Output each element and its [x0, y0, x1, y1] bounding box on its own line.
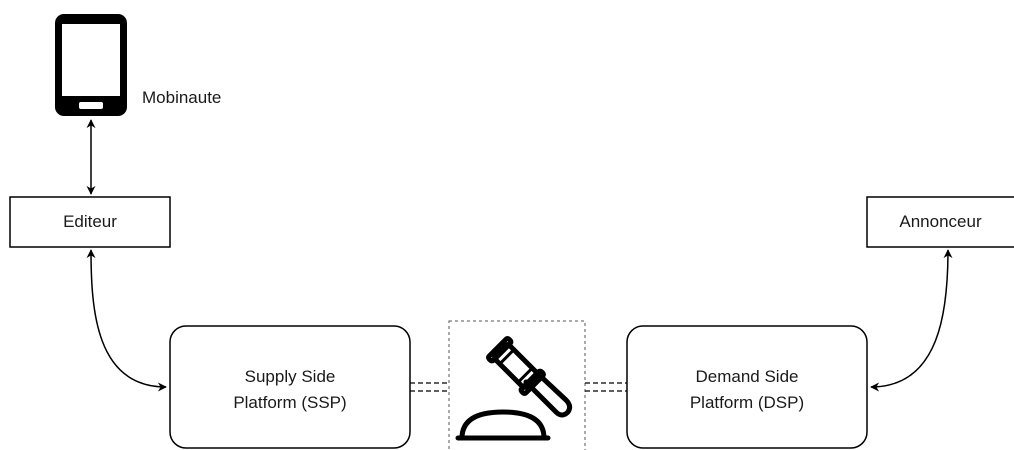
auction-container: [448, 320, 586, 450]
user-label: Mobinaute: [142, 88, 222, 107]
dsp-label: Demand Side Platform (DSP): [627, 362, 867, 418]
ssp-box: [169, 325, 411, 449]
connector-ssp-auction: [410, 382, 449, 392]
dsp-label-line1: Demand Side: [695, 367, 799, 386]
advertiser-box: [866, 196, 1014, 248]
auction-gavel-icon: [455, 336, 573, 441]
publisher-label: Editeur: [63, 212, 117, 231]
ssp-label: Supply Side Platform (SSP): [170, 362, 410, 418]
publisher-box: [9, 196, 171, 248]
dsp-box: [626, 325, 868, 449]
ssp-label-line1: Supply Side: [244, 367, 336, 386]
edge-publisher-ssp: [86, 249, 167, 392]
smartphone-icon: [55, 14, 127, 116]
ssp-label-line2: Platform (SSP): [233, 393, 347, 412]
dsp-label-line2: Platform (DSP): [689, 393, 805, 412]
connector-auction-dsp: [585, 382, 627, 392]
edge-advertiser-dsp: [870, 249, 953, 392]
advertiser-label: Annonceur: [899, 212, 982, 231]
